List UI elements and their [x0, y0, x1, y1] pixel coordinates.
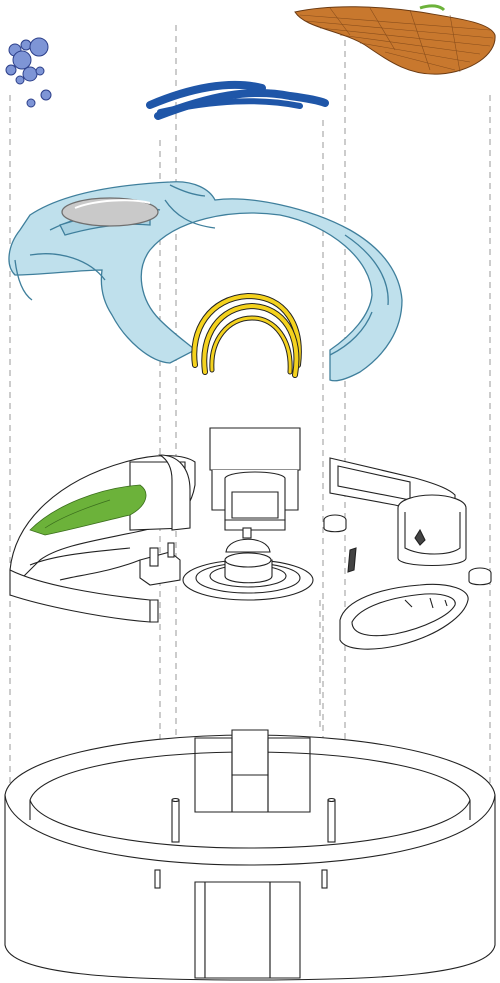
- textured-surface: [294, 4, 496, 75]
- furniture-level: [9, 427, 492, 650]
- bubble-cluster: [5, 37, 52, 108]
- yellow-arches: [191, 292, 302, 378]
- base-enclosure: [4, 729, 496, 981]
- canopy-ring: [8, 181, 403, 382]
- blue-ribbons: [146, 80, 329, 120]
